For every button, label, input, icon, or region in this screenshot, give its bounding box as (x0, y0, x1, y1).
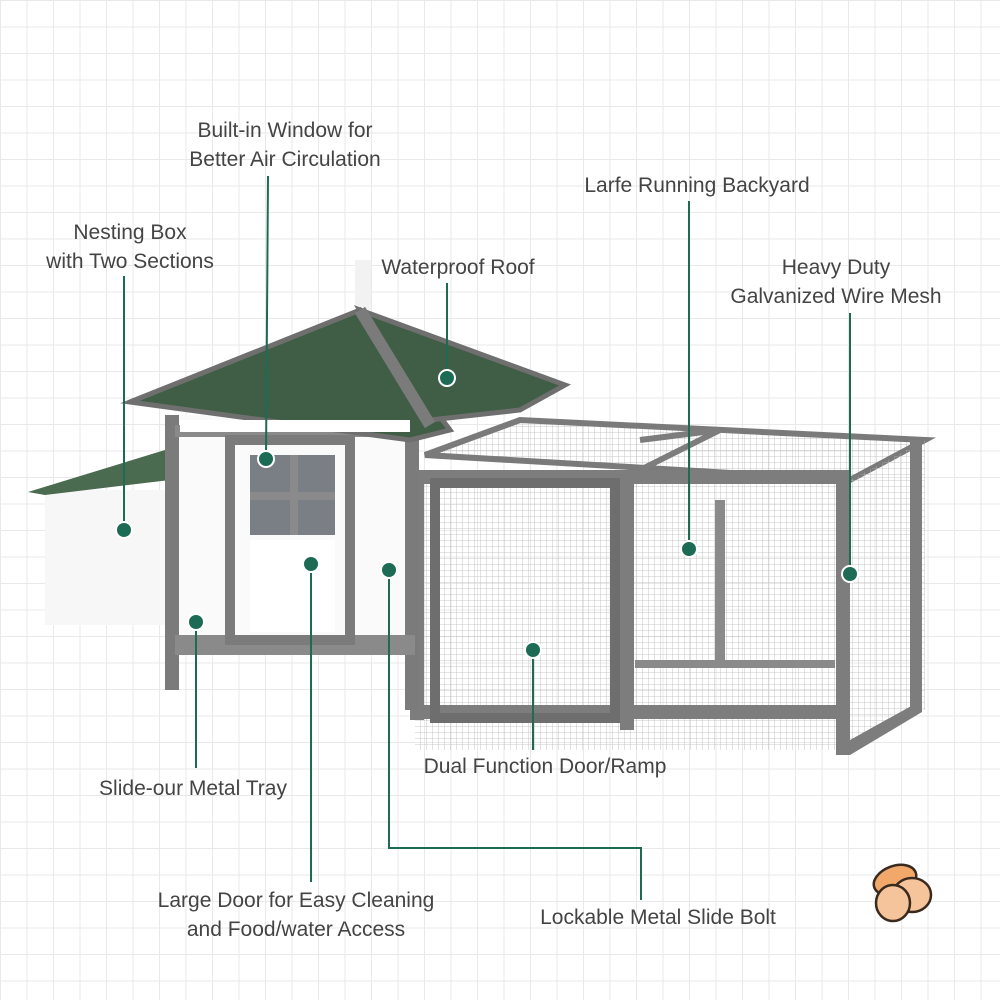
label-line: and Food/water Access (186, 918, 406, 941)
run (410, 416, 936, 755)
label-line: Nesting Box (73, 221, 187, 244)
label-waterproof-roof: Waterproof Roof (381, 256, 535, 279)
label-slide-bolt: Lockable Metal Slide Bolt (540, 906, 776, 929)
eggs-icon (872, 863, 933, 923)
house (120, 260, 571, 710)
label-line: Built-in Window for (197, 119, 373, 142)
nesting-box (28, 450, 170, 625)
label-large-door: Large Door for Easy Cleaning and Food/wa… (158, 886, 435, 944)
label-running-backyard: Larfe Running Backyard (584, 174, 810, 197)
label-wire-mesh: Heavy Duty Galvanized Wire Mesh (730, 253, 941, 311)
label-line: Large Door for Easy Cleaning (157, 889, 435, 912)
leader-lines (123, 175, 851, 900)
label-line: with Two Sections (46, 250, 214, 273)
label-built-in-window: Built-in Window for Better Air Circulati… (189, 116, 380, 174)
label-line: Better Air Circulation (189, 148, 381, 171)
label-door-ramp: Dual Function Door/Ramp (423, 755, 667, 778)
label-line: Heavy Duty (781, 256, 891, 279)
label-nesting-box: Nesting Box with Two Sections (46, 218, 214, 276)
label-line: Galvanized Wire Mesh (730, 285, 942, 308)
label-metal-tray: Slide-our Metal Tray (99, 777, 287, 800)
callout-dots (115, 369, 859, 659)
